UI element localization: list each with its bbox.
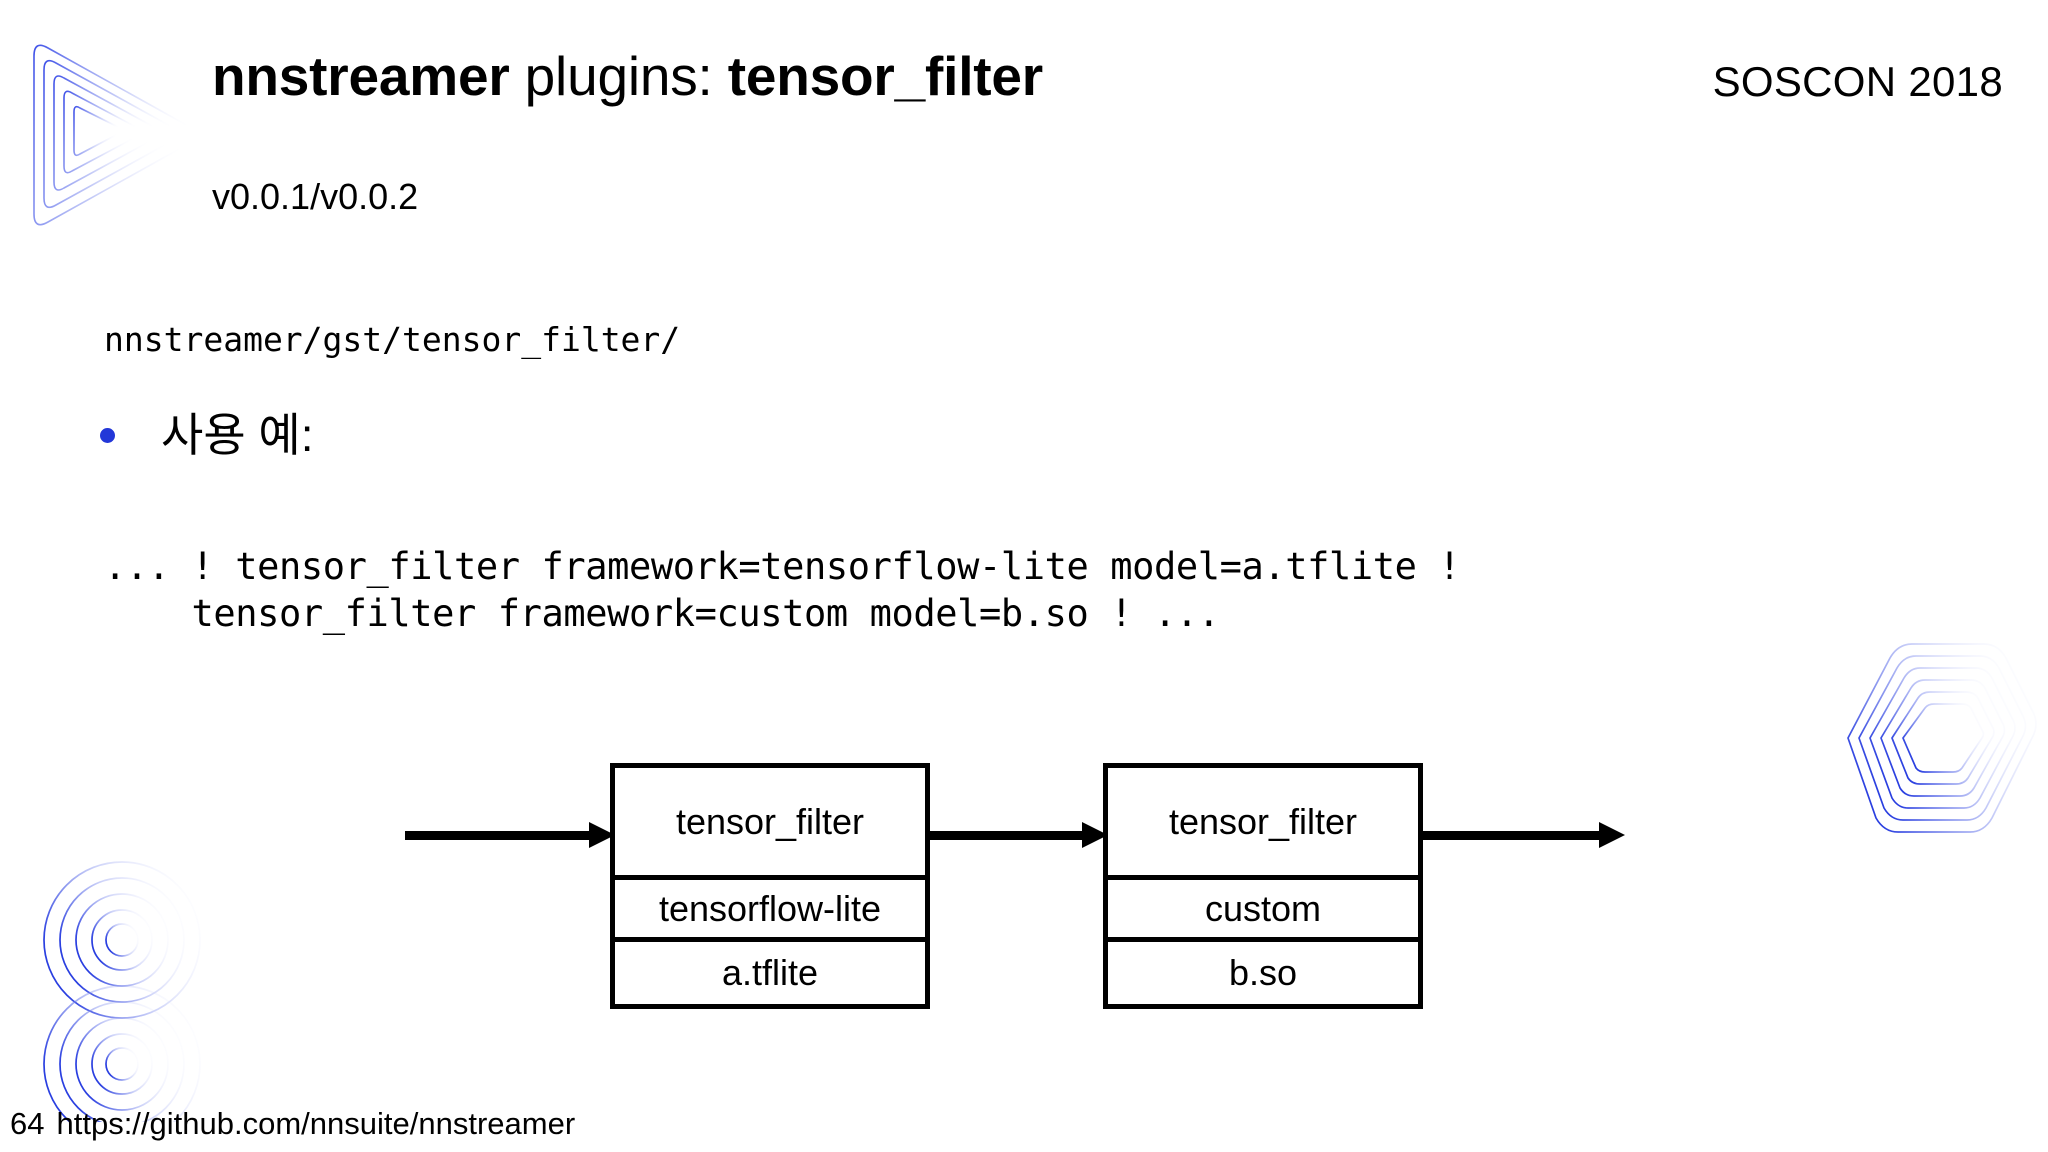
conference-label: SOSCON 2018	[1712, 58, 2003, 105]
arrow-middle-icon	[928, 822, 1108, 848]
arrow-head	[1599, 822, 1625, 848]
nnstreamer-logo-icon	[33, 44, 198, 226]
title-middle: plugins:	[509, 45, 728, 107]
bullet-item-label: 사용 예:	[161, 409, 314, 461]
bullet-dot-icon	[100, 427, 115, 443]
box-1-framework: tensorflow-lite	[615, 880, 925, 942]
box-2-element-name: tensor_filter	[1108, 768, 1418, 880]
box-1-model: a.tflite	[721, 952, 819, 993]
title-plugin: tensor_filter	[727, 45, 1043, 107]
box-2-framework: custom	[1108, 880, 1418, 942]
tensor-filter-box-2: tensor_filter custom b.so	[1103, 763, 1423, 1009]
code-line-1: ... ! tensor_filter framework=tensorflow…	[104, 545, 1461, 588]
box-2-model: b.so	[1228, 952, 1298, 993]
tensor-filter-box-1: tensor_filter tensorflow-lite a.tflite	[610, 763, 930, 1009]
slide-number: 64	[10, 1106, 45, 1141]
footer: 64 https://github.com/nnsuite/nnstreamer	[10, 1106, 575, 1142]
arrow-input-icon	[405, 822, 615, 848]
arrow-shaft	[1420, 831, 1601, 840]
code-example-block: ... ! tensor_filter framework=tensorflow…	[104, 543, 1461, 638]
pipeline-diagram: tensor_filter tensorflow-lite a.tflite t…	[0, 740, 2048, 1040]
source-path-text: nnstreamer/gst/tensor_filter/	[104, 320, 681, 359]
box-1-element-name: tensor_filter	[615, 768, 925, 880]
arrow-shaft	[928, 831, 1084, 840]
title-product: nnstreamer	[212, 45, 510, 107]
footer-url-link[interactable]: https://github.com/nnsuite/nnstreamer	[56, 1106, 576, 1141]
version-label: v0.0.1/v0.0.2	[212, 176, 419, 217]
arrow-shaft	[405, 831, 591, 840]
arrow-output-icon	[1420, 822, 1625, 848]
page-title: nnstreamer plugins: tensor_filter	[212, 45, 1043, 107]
code-line-2: tensor_filter framework=custom model=b.s…	[104, 592, 1221, 636]
bullet-item: 사용 예:	[100, 410, 314, 461]
